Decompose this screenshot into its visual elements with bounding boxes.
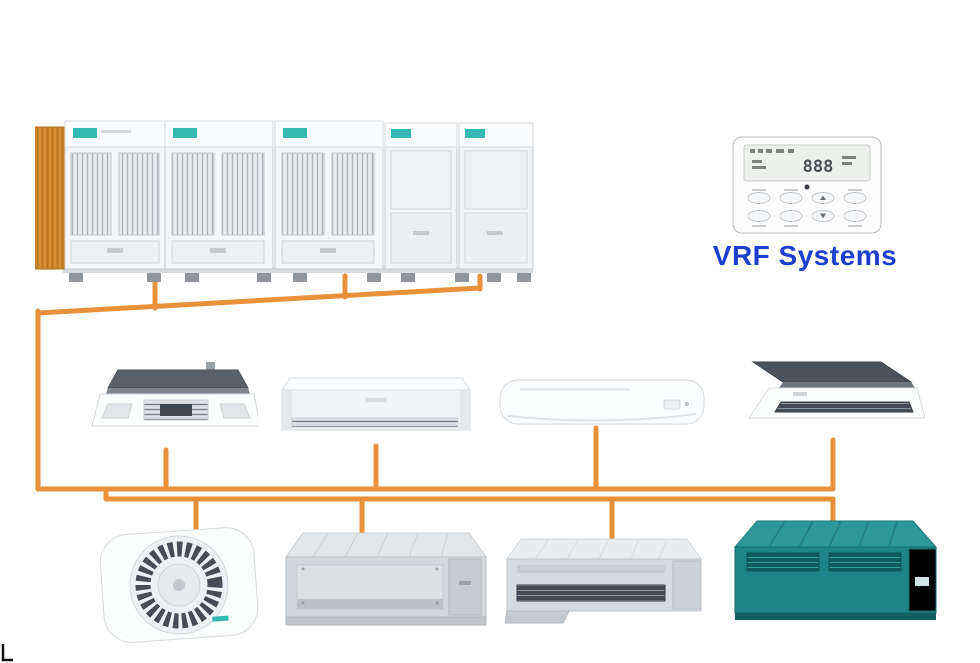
round-flow-cassette xyxy=(99,527,259,643)
arrow-up-icon xyxy=(820,195,826,200)
controller-lcd: 888 xyxy=(743,144,871,182)
rating-label xyxy=(915,577,929,586)
brand-badge xyxy=(212,615,229,622)
outdoor-unit-5 xyxy=(458,122,534,270)
refrigerant-stub xyxy=(206,362,215,372)
flange xyxy=(505,610,570,624)
display-window xyxy=(663,399,681,410)
outdoor-unit-1 xyxy=(35,120,166,270)
ducted-unit-slim xyxy=(505,538,702,624)
air-outlet xyxy=(516,584,666,602)
front-panel-seam xyxy=(507,413,697,422)
button-labels xyxy=(752,189,862,227)
ceiling-suspended-unit xyxy=(281,377,471,431)
round-grille xyxy=(135,541,223,629)
ducted-unit-high-static xyxy=(285,532,487,626)
outdoor-unit-row xyxy=(35,120,534,282)
controller-led xyxy=(804,184,810,190)
wall-mounted-unit xyxy=(499,379,705,425)
top-ribs xyxy=(534,538,668,560)
outdoor-unit-3 xyxy=(274,120,384,270)
ducted-unit-teal xyxy=(733,520,938,620)
side-vent xyxy=(219,403,251,419)
brand-badge xyxy=(73,128,97,138)
brand-badge xyxy=(391,129,411,138)
corner-mark xyxy=(1,644,13,662)
air-outlet xyxy=(291,417,459,428)
outdoor-feet xyxy=(69,273,531,282)
wired-remote-controller: 888 xyxy=(732,136,882,234)
air-outlet xyxy=(746,552,820,572)
brand-badge xyxy=(366,398,386,402)
outdoor-unit-2 xyxy=(164,120,274,270)
brand-badge xyxy=(173,128,197,138)
brand-badge xyxy=(283,128,307,138)
one-way-cassette xyxy=(748,361,925,419)
diagram-title: VRF Systems xyxy=(712,240,898,271)
side-vent xyxy=(101,403,133,419)
air-outlet xyxy=(828,552,902,572)
air-outlet xyxy=(774,401,914,413)
filter-box xyxy=(448,558,482,616)
top-ribs xyxy=(768,520,898,548)
four-way-cassette xyxy=(91,362,258,427)
condenser-coil xyxy=(35,126,66,270)
top-ribs xyxy=(312,532,449,558)
brand-badge xyxy=(465,129,485,138)
outdoor-unit-4 xyxy=(384,122,458,270)
end-cap xyxy=(672,560,702,610)
arrow-down-icon xyxy=(820,213,826,219)
air-outlet xyxy=(297,599,443,609)
lcd-temperature-readout: 888 xyxy=(803,157,834,177)
panel-bolts xyxy=(301,567,439,605)
lcd-status-icons xyxy=(750,149,856,169)
